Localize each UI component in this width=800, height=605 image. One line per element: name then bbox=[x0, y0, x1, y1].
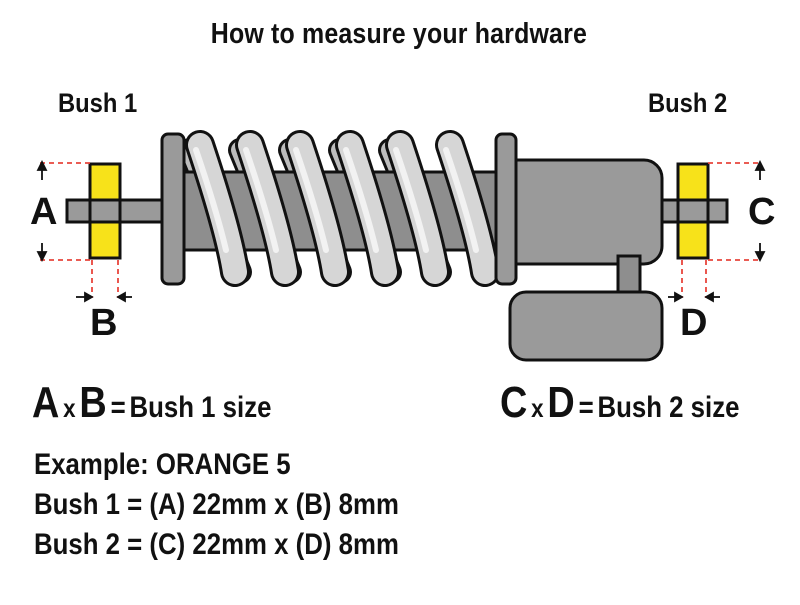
bush-2-dimension-guides bbox=[681, 162, 762, 298]
bush-1-label: Bush 1 bbox=[58, 88, 138, 118]
dimension-d-label: D bbox=[680, 302, 708, 344]
bush-2-dimension-arrows bbox=[668, 159, 766, 303]
dimension-c-label: C bbox=[748, 191, 776, 233]
formula-2-second: D bbox=[547, 378, 575, 427]
dimension-a-label: A bbox=[30, 191, 58, 233]
formula-1-first: A bbox=[32, 378, 60, 427]
piggyback-reservoir bbox=[508, 290, 664, 362]
bush-1-dimension-arrows bbox=[36, 159, 132, 303]
right-spring-collar bbox=[494, 132, 518, 286]
formula-2-first: C bbox=[500, 378, 528, 427]
bush-2-formula: C x D = Bush 2 size bbox=[500, 378, 739, 428]
example-title: Example: ORANGE 5 bbox=[34, 448, 291, 481]
formula-1-second: B bbox=[79, 378, 107, 427]
bush-1-formula: A x B = Bush 1 size bbox=[32, 378, 271, 428]
bush-2-label: Bush 2 bbox=[648, 88, 728, 118]
example-bush-2-line: Bush 2 = (C) 22mm x (D) 8mm bbox=[34, 528, 399, 561]
formula-2-times: x bbox=[531, 393, 544, 423]
formula-2-result: Bush 2 size bbox=[597, 391, 740, 424]
formula-1-equals: = bbox=[110, 391, 126, 424]
page-title: How to measure your hardware bbox=[210, 18, 588, 50]
formula-1-result: Bush 1 size bbox=[129, 391, 272, 424]
formula-2-equals: = bbox=[578, 391, 594, 424]
left-spring-collar bbox=[160, 132, 186, 286]
reservoir-connector bbox=[616, 254, 642, 298]
bush-1-dimension-guides bbox=[40, 162, 119, 298]
shock-main-body bbox=[498, 158, 664, 266]
example-bush-1-line: Bush 1 = (A) 22mm x (B) 8mm bbox=[34, 488, 399, 521]
dimension-b-label: B bbox=[90, 302, 118, 344]
formula-1-times: x bbox=[63, 393, 76, 423]
